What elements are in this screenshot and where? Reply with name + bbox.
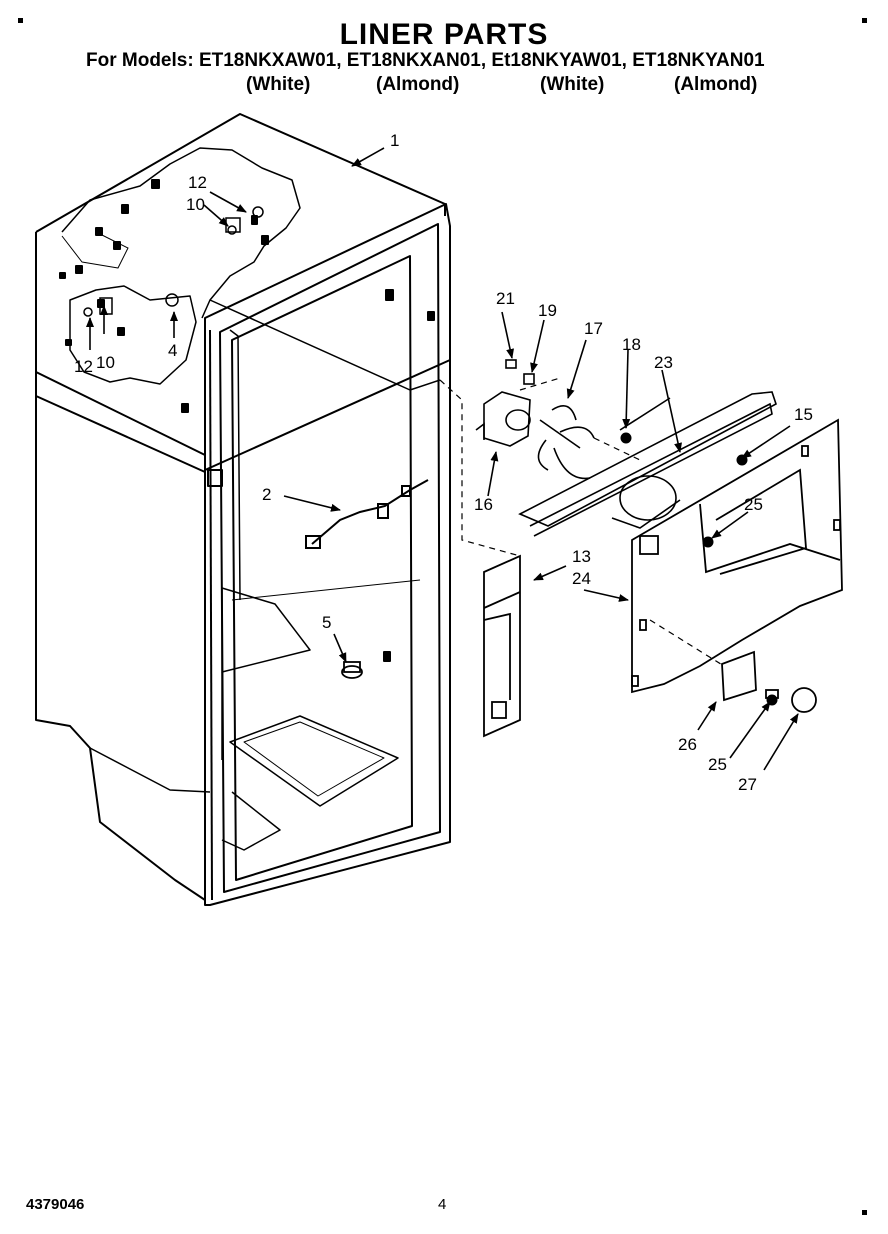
refrigerator-liner (35, 113, 451, 906)
color-note-white-1: (White) (246, 74, 311, 95)
callout-21: 21 (496, 289, 515, 308)
callout-25-lower: 25 (708, 755, 727, 774)
light-socket (341, 661, 363, 679)
callout-13: 13 (572, 547, 591, 566)
callout-25-upper: 25 (744, 495, 763, 514)
fan-motor-assembly (475, 359, 595, 480)
color-note-almond-2: (Almond) (674, 74, 758, 95)
callout-10-top: 10 (186, 195, 205, 214)
document-number: 4379046 (26, 1196, 85, 1213)
fan-grille (518, 391, 777, 537)
callout-23: 23 (654, 353, 673, 372)
callout-19: 19 (538, 301, 557, 320)
callout-27: 27 (738, 775, 757, 794)
page-title: LINER PARTS (339, 18, 549, 51)
models-line: For Models: ET18NKXAW01, ET18NKXAN01, Et… (86, 50, 765, 71)
screws (620, 432, 778, 706)
callout-labels: 1 12 10 4 12 10 2 5 13 24 21 19 17 18 23… (74, 131, 813, 794)
callout-12-top: 12 (188, 173, 207, 192)
wire-harness (305, 479, 429, 549)
air-duct (483, 554, 521, 738)
callout-1: 1 (390, 131, 399, 150)
clip-and-screw-parts (83, 206, 264, 317)
color-note-almond-1: (Almond) (376, 74, 460, 95)
rear-panel (631, 418, 843, 694)
corner-mark-bottom-right (862, 1210, 867, 1215)
callout-16: 16 (474, 495, 493, 514)
callout-leaders (86, 147, 799, 771)
corner-mark-top-left (18, 18, 23, 23)
callout-10-bottom: 10 (96, 353, 115, 372)
callout-12-bottom: 12 (74, 357, 93, 376)
callout-24: 24 (572, 569, 591, 588)
alignment-lines (439, 377, 725, 667)
corner-mark-top-right (862, 18, 867, 23)
callout-4: 4 (168, 341, 177, 360)
callout-18: 18 (622, 335, 641, 354)
color-note-white-2: (White) (540, 74, 605, 95)
callout-2: 2 (262, 485, 271, 504)
callout-26: 26 (678, 735, 697, 754)
callout-5: 5 (322, 613, 331, 632)
page-number: 4 (438, 1196, 447, 1213)
callout-15: 15 (794, 405, 813, 424)
callout-17: 17 (584, 319, 603, 338)
